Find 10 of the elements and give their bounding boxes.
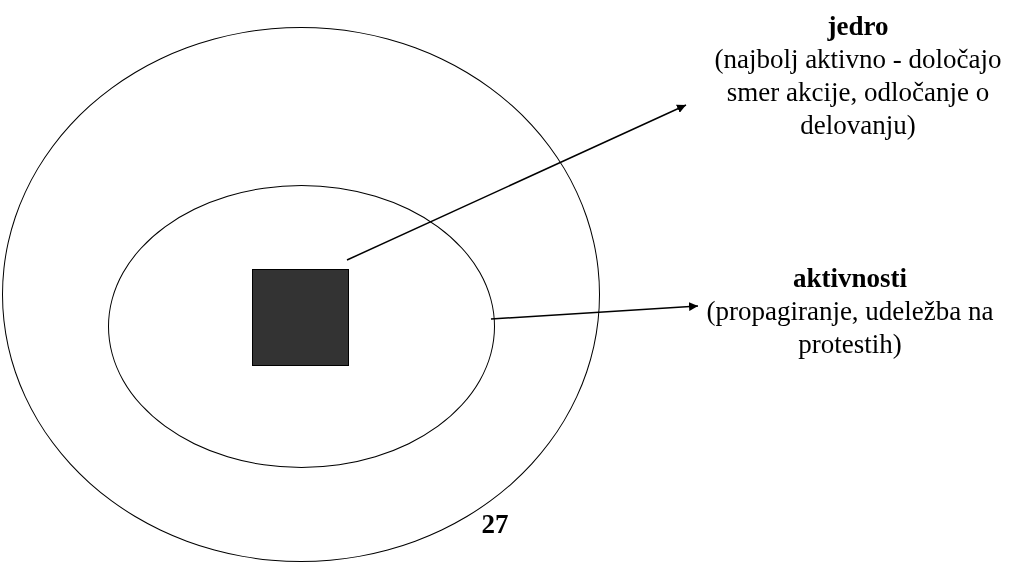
arrow bbox=[490, 302, 699, 320]
arrow bbox=[346, 104, 687, 261]
description-text: (propagiranje, udeležba na protestih) bbox=[705, 295, 995, 361]
ring-ellipse bbox=[108, 185, 495, 468]
ring-ellipse bbox=[2, 27, 600, 562]
heading-text: aktivnosti bbox=[792, 262, 908, 295]
description-text: (najbolj aktivno - določajo smer akcije, odločanje o delovanju) bbox=[713, 43, 1003, 142]
page-number: 27 bbox=[480, 508, 510, 541]
heading-text: jedro bbox=[826, 10, 890, 43]
filled-square bbox=[252, 269, 349, 366]
